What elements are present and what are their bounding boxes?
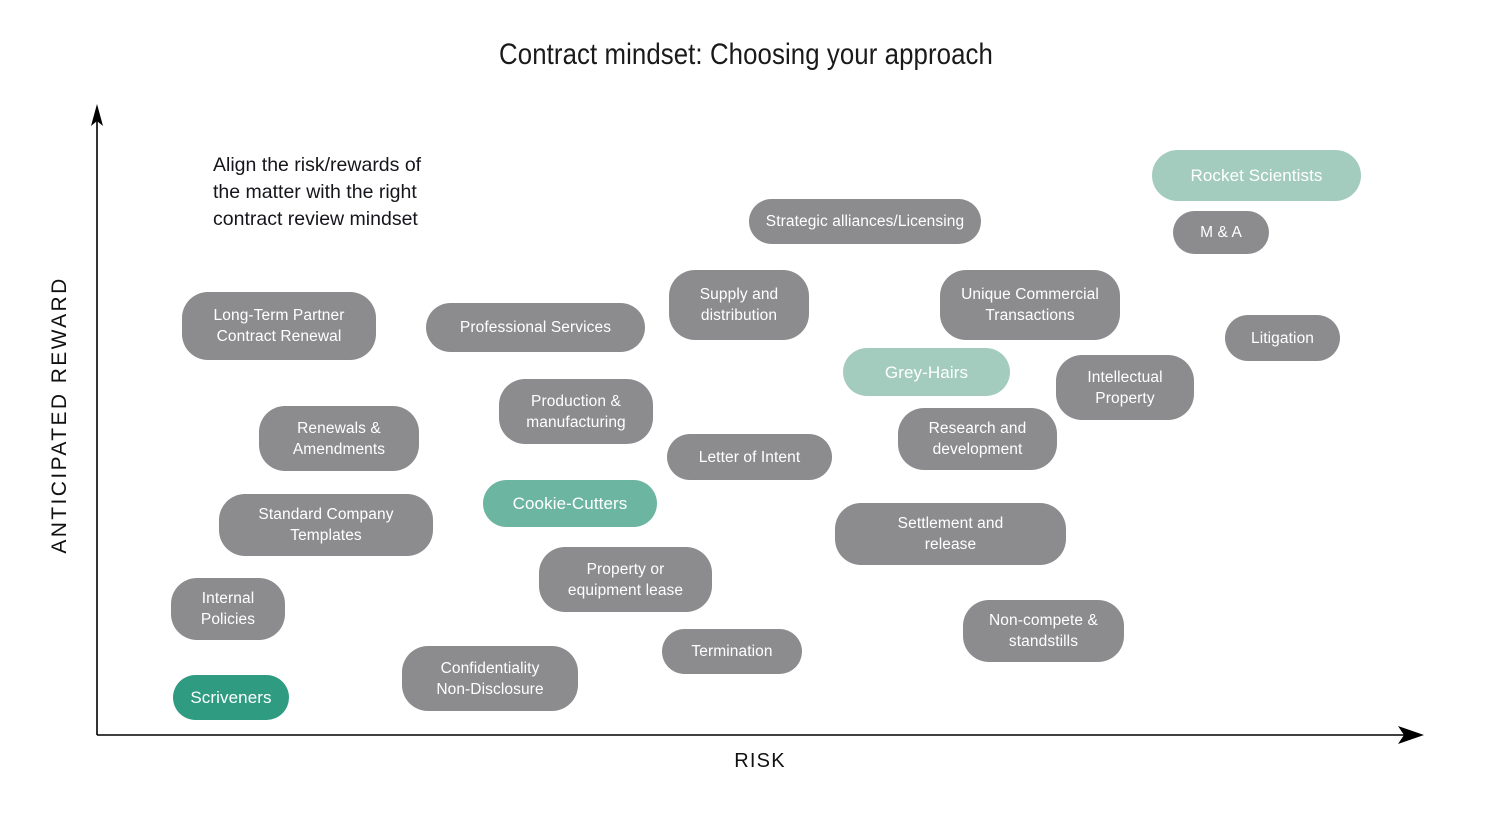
pill-settlement-release[interactable]: Settlement and release [835, 503, 1066, 565]
pill-standard-company-templates[interactable]: Standard Company Templates [219, 494, 433, 556]
pill-research-development[interactable]: Research and development [898, 408, 1057, 470]
pill-grey-hairs[interactable]: Grey-Hairs [843, 348, 1010, 396]
pill-intellectual-property[interactable]: Intellectual Property [1056, 355, 1194, 420]
pill-non-compete-standstills[interactable]: Non-compete & standstills [963, 600, 1124, 662]
pill-m-and-a[interactable]: M & A [1173, 211, 1269, 254]
pill-cookie-cutters[interactable]: Cookie-Cutters [483, 480, 657, 527]
pill-rocket-scientists[interactable]: Rocket Scientists [1152, 150, 1361, 201]
page-title: Contract mindset: Choosing your approach [499, 38, 993, 71]
pill-letter-of-intent[interactable]: Letter of Intent [667, 434, 832, 480]
pill-professional-services[interactable]: Professional Services [426, 303, 645, 352]
pill-unique-commercial[interactable]: Unique Commercial Transactions [940, 270, 1120, 340]
x-axis-label: RISK [734, 750, 786, 772]
y-axis-label: ANTICIPATED REWARD [48, 276, 71, 554]
annotation-note: Align the risk/rewards of the matter wit… [213, 154, 422, 230]
x-axis-arrowhead-icon [1398, 726, 1424, 744]
pill-strategic-alliances[interactable]: Strategic alliances/Licensing [749, 199, 981, 244]
pill-renewals-amendments[interactable]: Renewals & Amendments [259, 406, 419, 471]
pill-termination[interactable]: Termination [662, 629, 802, 674]
pill-litigation[interactable]: Litigation [1225, 315, 1340, 361]
pill-supply-distribution[interactable]: Supply and distribution [669, 270, 809, 340]
pill-property-equipment-lease[interactable]: Property or equipment lease [539, 547, 712, 612]
pill-internal-policies[interactable]: Internal Policies [171, 578, 285, 640]
pill-long-term-partner[interactable]: Long-Term Partner Contract Renewal [182, 292, 376, 360]
pill-production-manufacturing[interactable]: Production & manufacturing [499, 379, 653, 444]
pill-scriveners[interactable]: Scriveners [173, 675, 289, 720]
pill-confidentiality-nda[interactable]: Confidentiality Non-Disclosure [402, 646, 578, 711]
y-axis-arrowhead-icon [91, 104, 103, 126]
